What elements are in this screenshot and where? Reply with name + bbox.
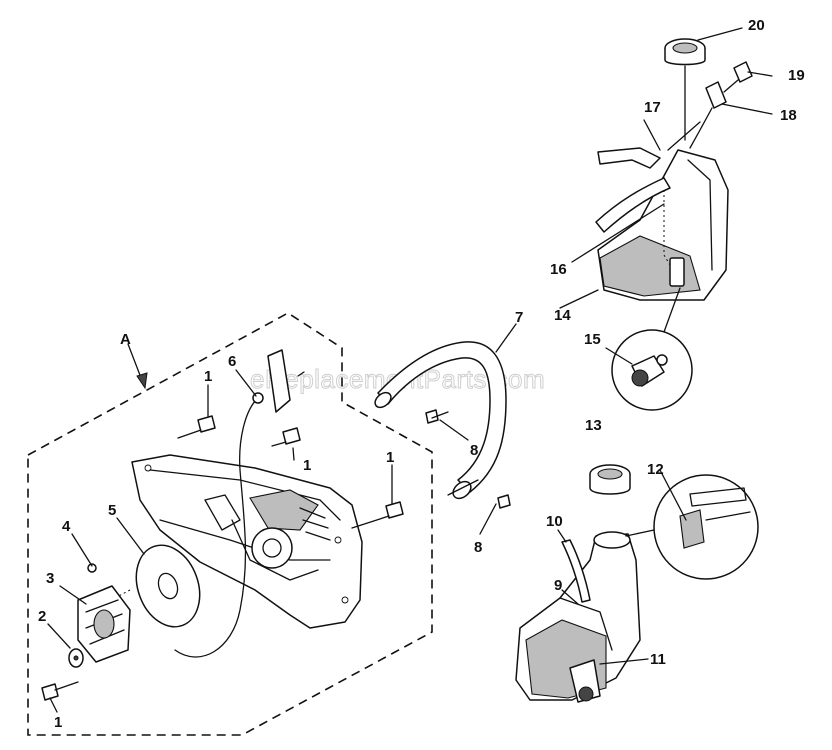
screw-8-top: [425, 409, 449, 424]
part-7-handle: [374, 341, 507, 500]
part-10-tube: [561, 539, 591, 603]
callout-8-bottom: 8: [474, 539, 482, 556]
callout-20: 20: [748, 17, 765, 34]
part-12-detail-circle: [625, 474, 759, 580]
part-19-fitting: [723, 61, 753, 93]
assembly-a-boundary: [27, 312, 433, 736]
crankcase-housing: [131, 454, 363, 629]
part-3-pulley: [77, 585, 131, 663]
callout-15: 15: [584, 331, 601, 348]
callout-19: 19: [788, 67, 805, 84]
callout-12: 12: [647, 461, 664, 478]
part-4-pin: [87, 563, 97, 573]
bolt-1-top: [177, 415, 216, 439]
callout-10: 10: [546, 513, 563, 530]
callout-8-top: 8: [470, 442, 478, 459]
callout-2: 2: [38, 608, 46, 625]
part-14-tank-upper: [597, 149, 729, 301]
leader-lines: [47, 27, 773, 713]
bolt-1-bottom: [41, 681, 79, 701]
callout-7: 7: [515, 309, 523, 326]
part-15-detail-circle: [611, 287, 693, 411]
callout-11: 11: [650, 651, 666, 668]
callout-3: 3: [46, 570, 54, 587]
screw-8-bottom: [497, 494, 511, 509]
callout-14: 14: [554, 307, 571, 324]
callout-6: 6: [228, 353, 236, 370]
callout-1-bottom: 1: [54, 714, 62, 731]
part-16-hose: [595, 119, 701, 233]
callout-1-right: 1: [386, 449, 394, 466]
callout-9: 9: [554, 577, 562, 594]
callout-5: 5: [108, 502, 116, 519]
callout-1-middle: 1: [303, 457, 311, 474]
callout-a: A: [120, 331, 131, 348]
callout-17: 17: [644, 99, 661, 116]
part-13-cap: [589, 464, 631, 495]
part-20-cap: [664, 38, 706, 141]
callout-13: 13: [585, 417, 602, 434]
bolt-1-middle: [271, 427, 301, 447]
bolt-1-right: [351, 501, 404, 529]
callout-18: 18: [780, 107, 797, 124]
part-11-filter: [569, 659, 601, 703]
part-2-washer: [68, 648, 84, 668]
callout-16: 16: [550, 261, 567, 278]
callout-4: 4: [62, 518, 71, 535]
callout-1-top: 1: [204, 368, 212, 385]
part-18-fitting: [689, 81, 727, 149]
